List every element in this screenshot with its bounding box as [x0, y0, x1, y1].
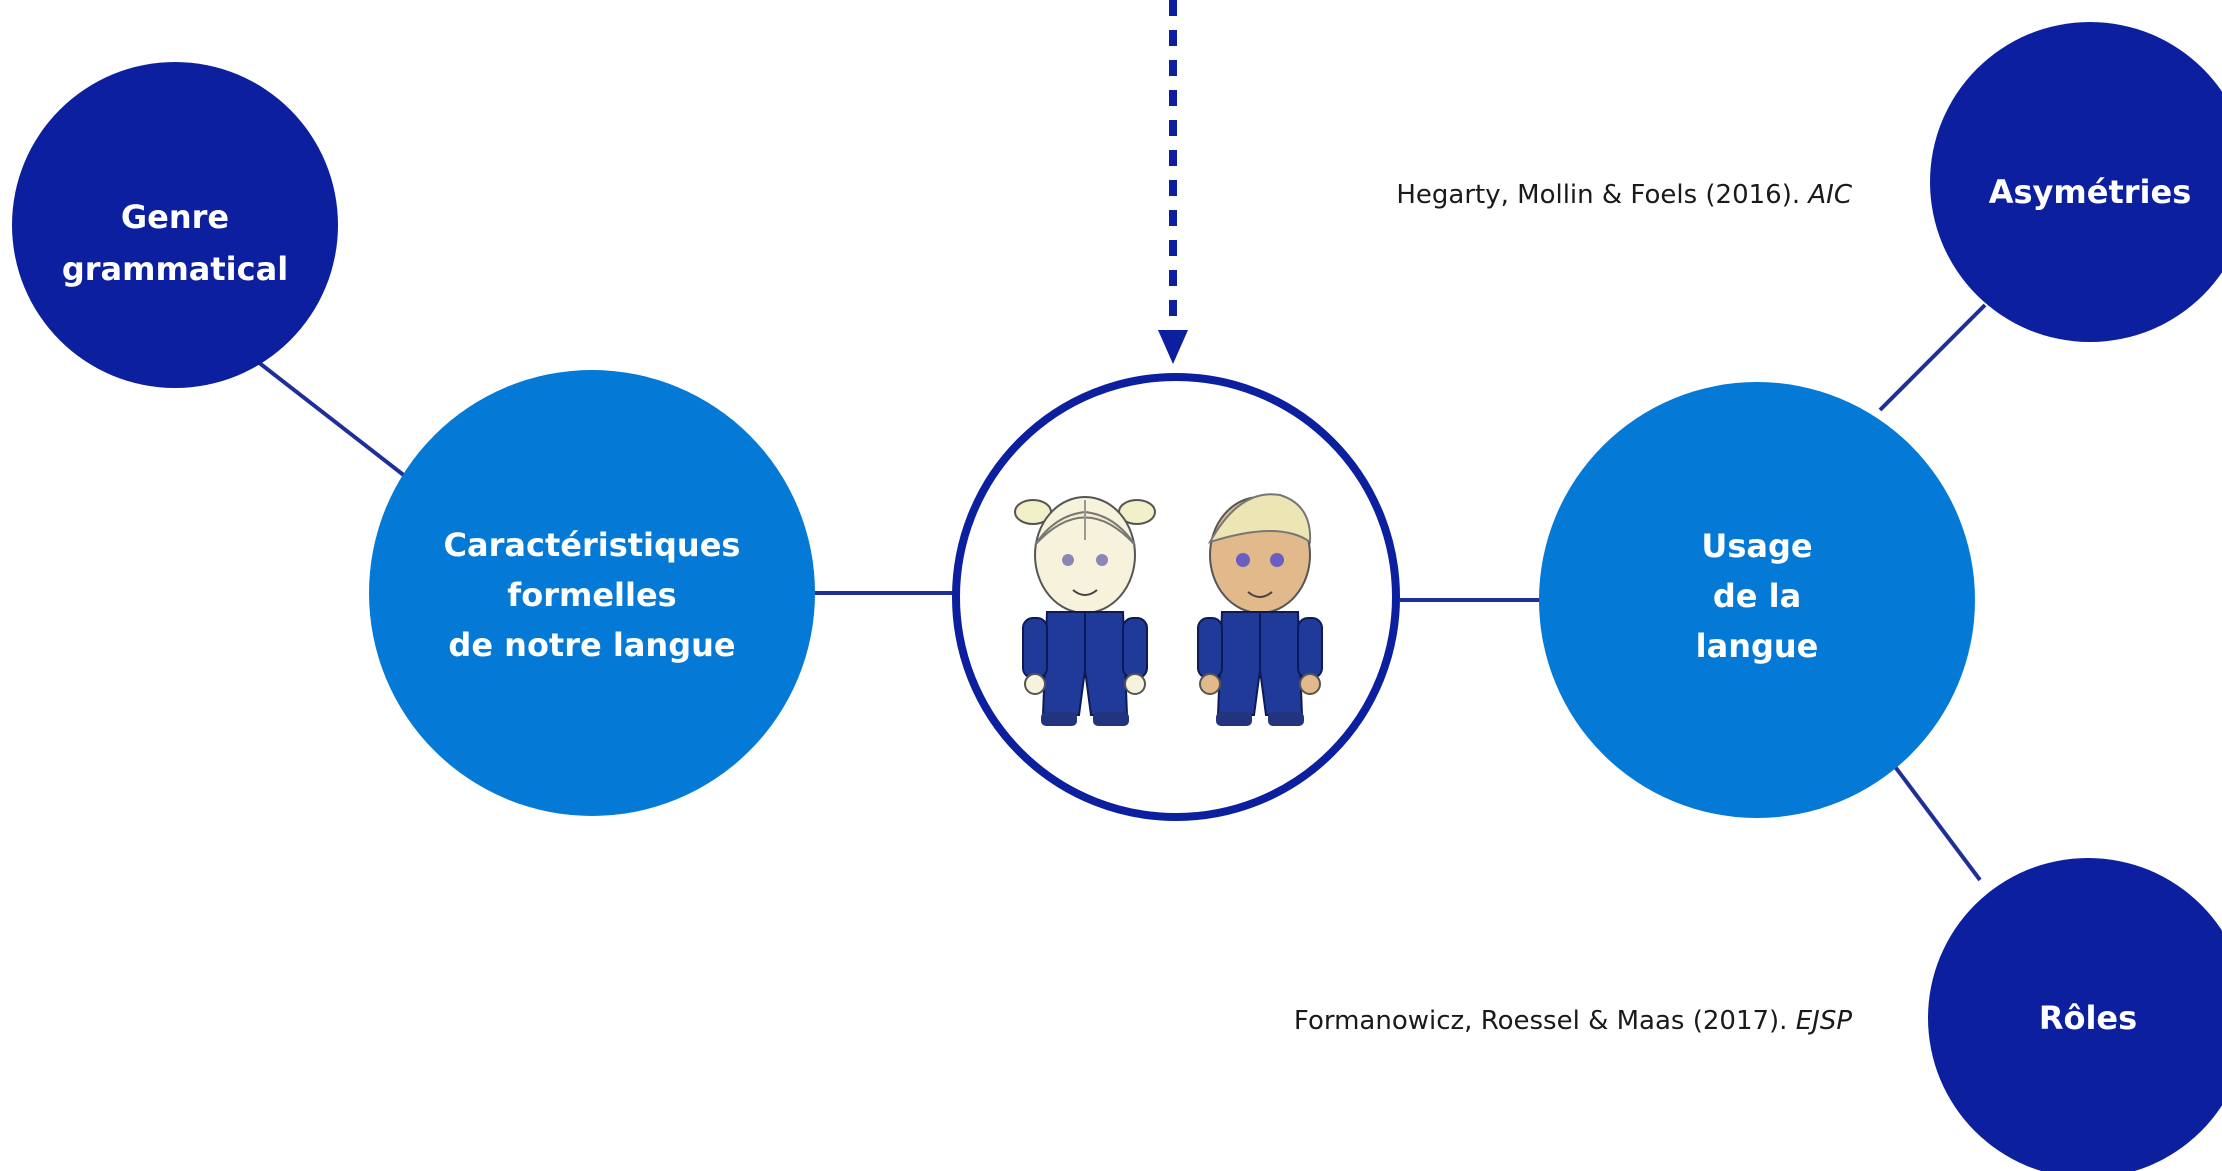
- caracteristiques-label-line-3: de notre langue: [448, 626, 735, 664]
- node-usage: Usage de la langue: [1539, 382, 1975, 818]
- usage-label-line-1: Usage: [1701, 527, 1812, 565]
- asymetries-label: Asymétries: [1989, 173, 2192, 211]
- reference-hegarty-journal: AIC: [1806, 180, 1852, 210]
- reference-formanowicz: Formanowicz, Roessel & Maas (2017). EJSP: [1294, 1006, 1852, 1036]
- reference-formanowicz-journal: EJSP: [1796, 1006, 1853, 1036]
- genre-label-line-2: grammatical: [62, 250, 288, 288]
- usage-label-line-2: de la: [1713, 577, 1801, 615]
- genre-label-line-1: Genre: [121, 198, 229, 236]
- center-node: [952, 373, 1400, 821]
- node-asymetries: Asymétries: [1930, 22, 2222, 342]
- arrow-head-icon: [1158, 330, 1188, 364]
- usage-label-line-3: langue: [1696, 627, 1819, 665]
- caracteristiques-label-line-2: formelles: [507, 576, 676, 614]
- incoming-dashed-arrow: [1158, 0, 1188, 364]
- reference-hegarty-authors: Hegarty, Mollin & Foels (2016).: [1396, 180, 1808, 210]
- node-roles: Rôles: [1928, 858, 2222, 1171]
- roles-label: Rôles: [2039, 999, 2137, 1037]
- caracteristiques-label-line-1: Caractéristiques: [444, 526, 741, 564]
- node-caracteristiques: Caractéristiques formelles de notre lang…: [369, 370, 815, 816]
- connector-usage-roles: [1888, 758, 1982, 882]
- node-genre-grammatical: Genre grammatical: [12, 62, 338, 388]
- reference-hegarty: Hegarty, Mollin & Foels (2016). AIC: [1396, 180, 1852, 210]
- two-children-cartoon-icon: [1014, 493, 1323, 726]
- reference-formanowicz-authors: Formanowicz, Roessel & Maas (2017).: [1294, 1006, 1796, 1036]
- connector-usage-asymetries: [1878, 303, 1987, 412]
